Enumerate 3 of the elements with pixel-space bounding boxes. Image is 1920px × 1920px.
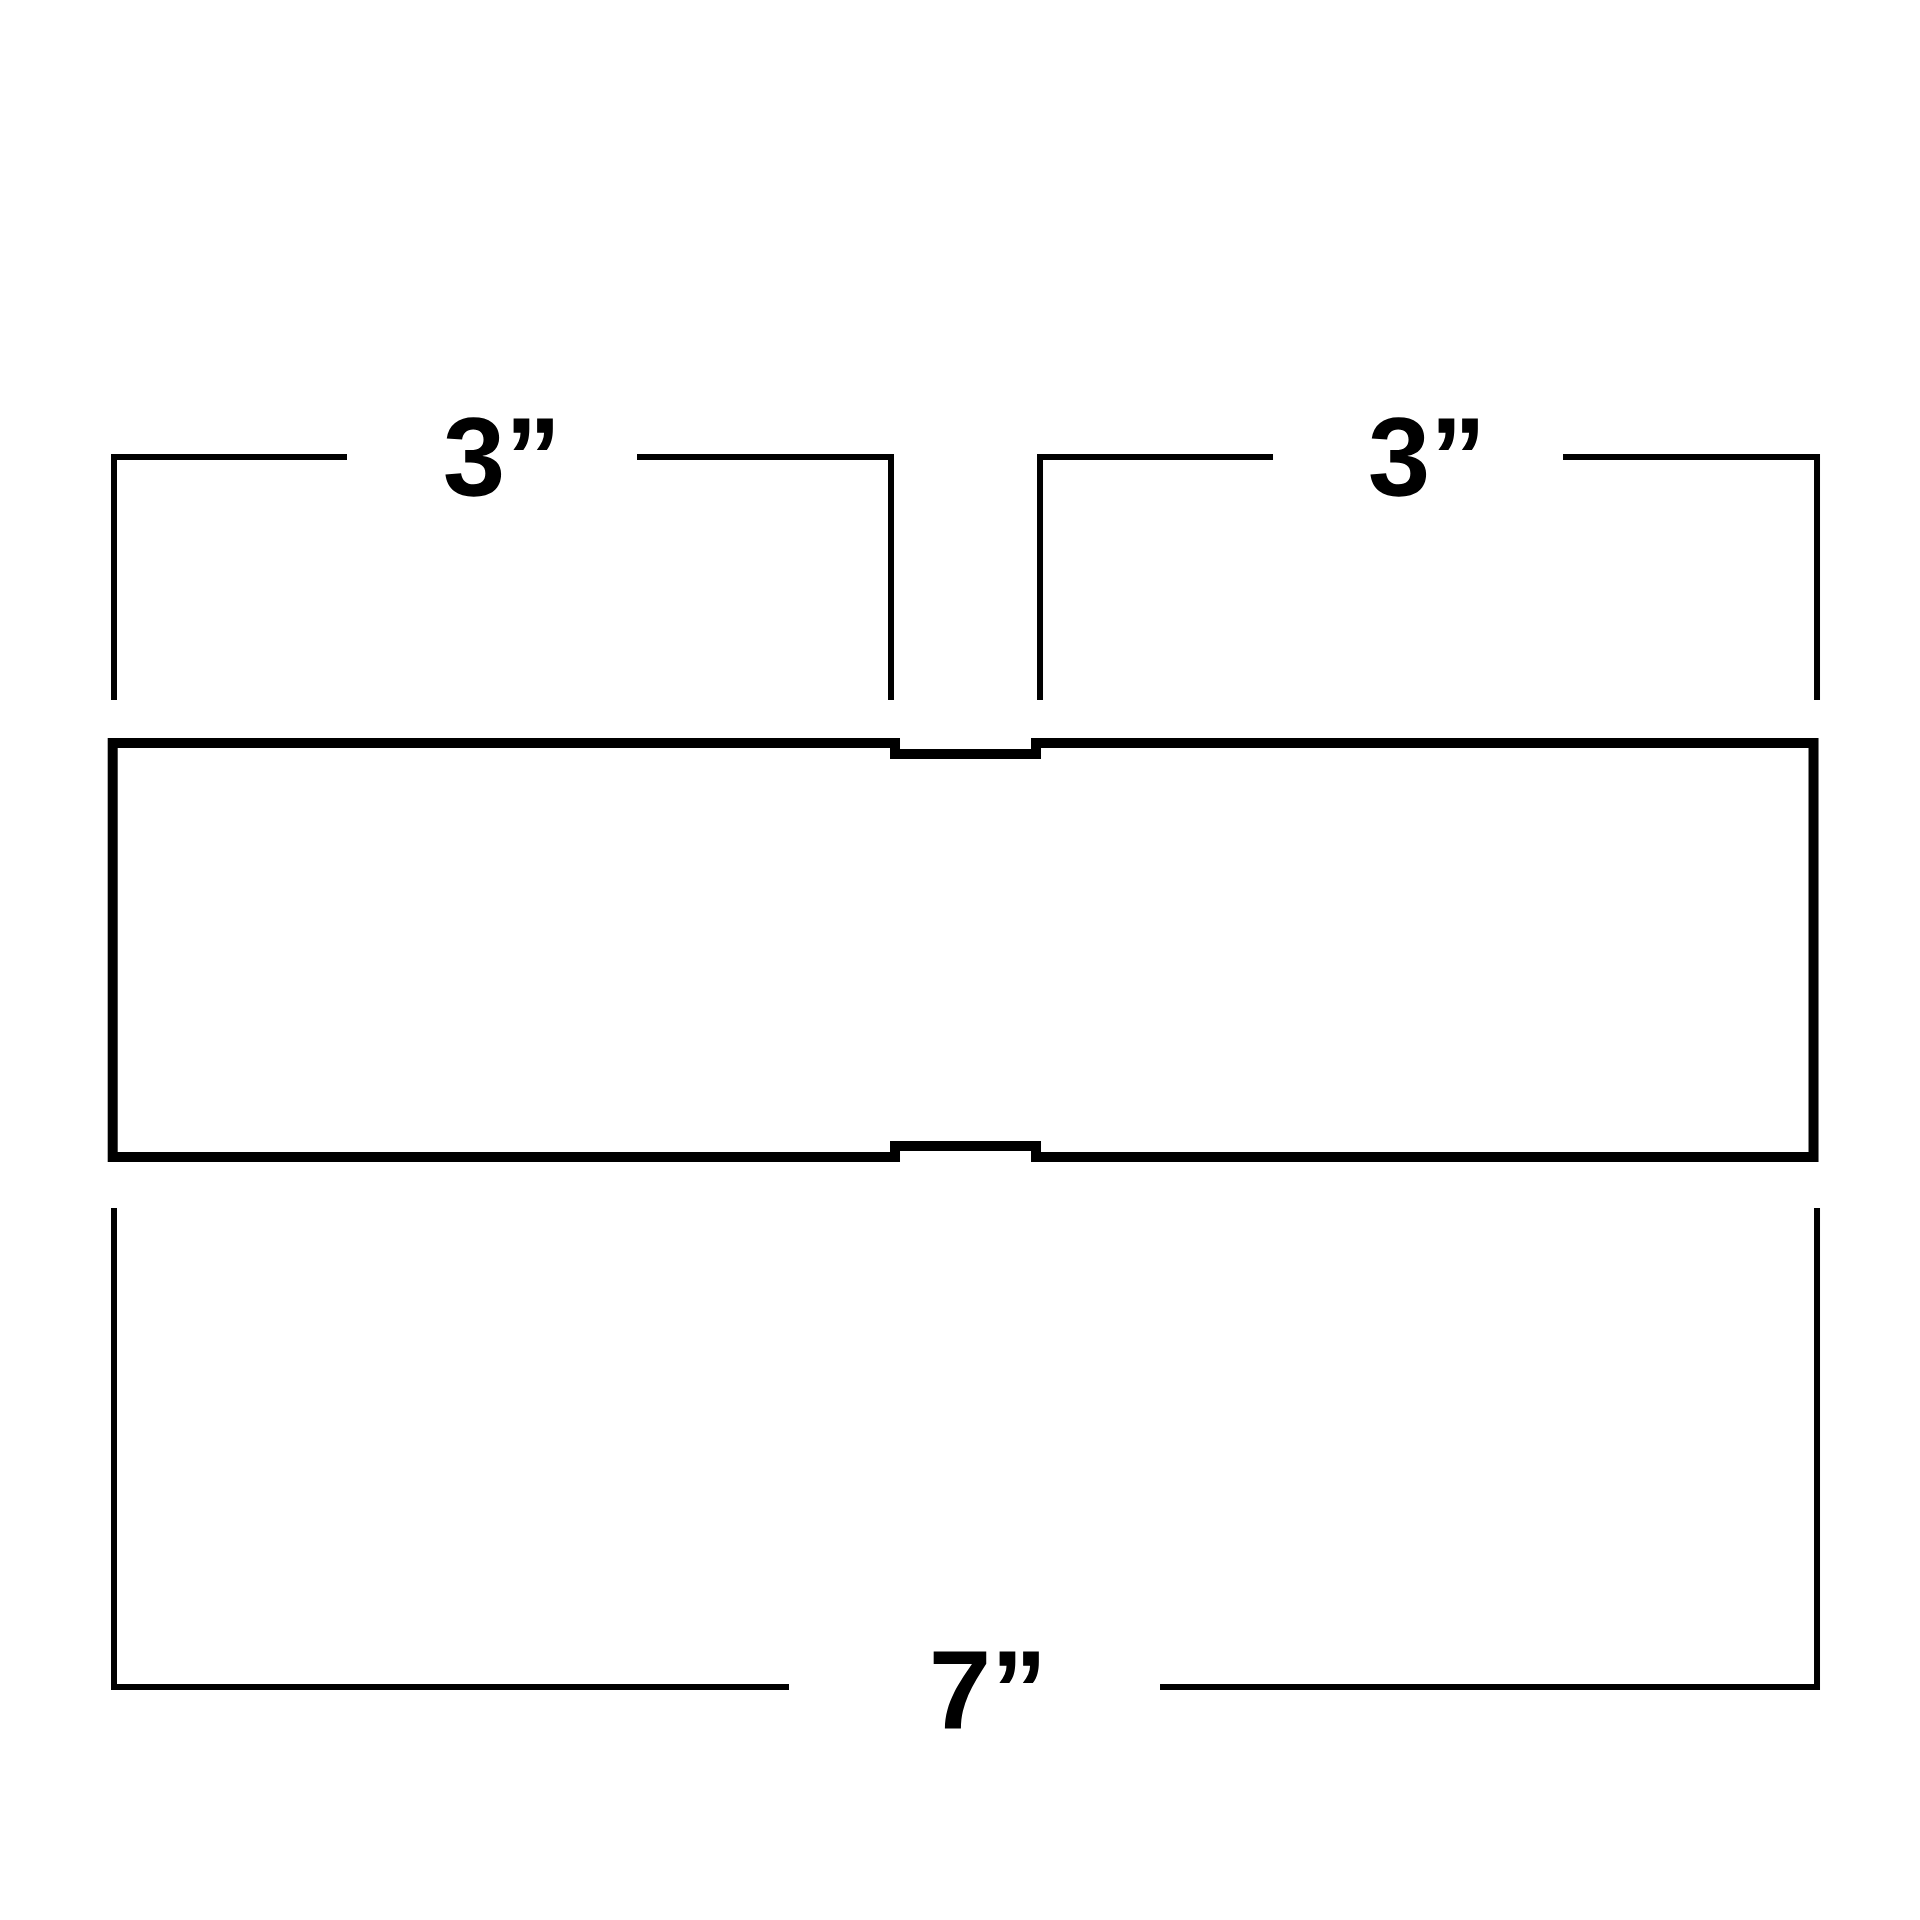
dimension-label: 7”	[933, 1651, 1039, 1729]
dimension-label: 3”	[1370, 417, 1478, 497]
dimension-label: 3”	[445, 417, 553, 497]
